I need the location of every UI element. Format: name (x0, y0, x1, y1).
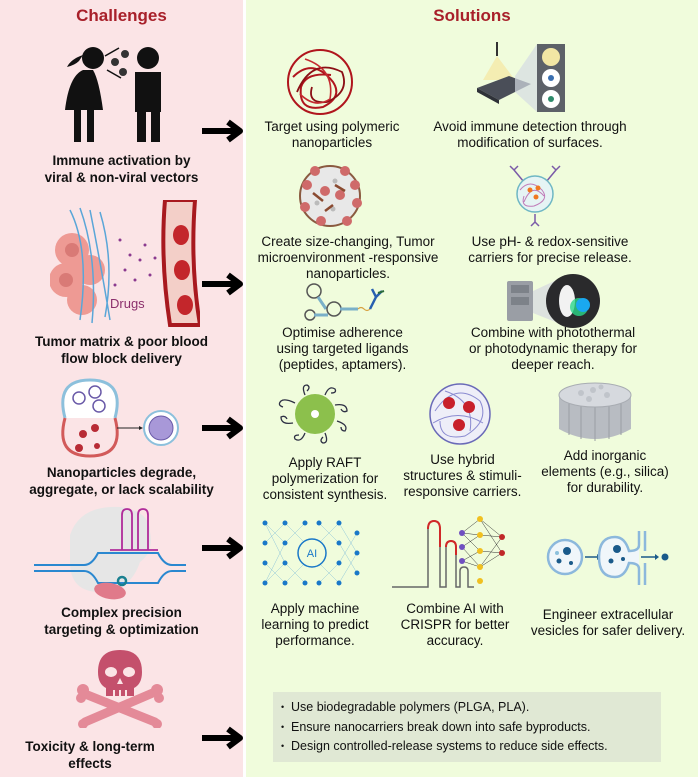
label-line: nanoparticles (291, 135, 373, 150)
label-line: deeper reach. (511, 357, 595, 372)
polymer-nanoparticle-icon (287, 49, 353, 115)
label-line: Combine AI with (406, 601, 504, 616)
label-line: Use hybrid (430, 452, 495, 467)
label-line: flow block delivery (61, 351, 182, 366)
list-item: Ensure nanocarriers break down into safe… (273, 718, 661, 738)
solution-label: Optimise adherence using targeted ligand… (255, 325, 430, 373)
label-line: learning to predict (261, 617, 369, 632)
solution-label: Target using polymeric nanoparticles (252, 119, 412, 151)
label-line: Optimise adherence (282, 325, 403, 340)
list-item: Use biodegradable polymers (PLGA, PLA). (273, 698, 661, 718)
label-line: aggregate, or lack scalability (29, 482, 214, 497)
aptamer-antibody-icon (304, 283, 385, 321)
challenge-label-nanoparticles-degrade: Nanoparticles degrade, aggregate, or lac… (0, 464, 243, 498)
tumor-blood-vessel-icon: Drugs (50, 200, 200, 327)
label-line: consistent synthesis. (262, 487, 388, 502)
solution-label: Add inorganic elements (e.g., silica) fo… (535, 448, 675, 496)
hybrid-carrier-icon (429, 383, 491, 445)
label-line: vesicles for safer delivery. (530, 623, 686, 638)
crispr-complex-icon (34, 506, 186, 600)
label-line: Add inorganic (563, 448, 647, 463)
challenge-label-complex-targeting: Complex precision targeting & optimizati… (0, 604, 243, 638)
label-line: accuracy. (426, 633, 484, 648)
label-line: elements (e.g., silica) (541, 464, 669, 479)
label-line: Complex precision (61, 605, 182, 620)
solution-label: Use hybrid structures & stimuli- respons… (395, 452, 530, 500)
challenge-label-toxicity: Toxicity & long-term effects (0, 738, 180, 772)
label-line: performance. (275, 633, 355, 648)
challenge-label-immune-activation: Immune activation by viral & non-viral v… (0, 152, 243, 186)
drugs-label: Drugs (110, 296, 145, 311)
ai-label: AI (307, 548, 317, 560)
toxicity-solutions-list: Use biodegradable polymers (PLGA, PLA). … (273, 692, 661, 757)
crispr-ai-icon (392, 516, 505, 588)
challenge-label-tumor-matrix: Tumor matrix & poor blood flow block del… (0, 333, 243, 367)
ph-redox-carrier-icon (509, 165, 561, 227)
label-line: (peptides, aptamers). (278, 357, 407, 372)
solutions-header: Solutions (433, 6, 511, 25)
label-line: Immune activation by (52, 153, 191, 168)
label-line: Engineer extracellular (542, 607, 674, 622)
toxicity-solutions-box: Use biodegradable polymers (PLGA, PLA). … (273, 692, 661, 762)
label-line: modification of surfaces. (457, 135, 603, 150)
challenges-header: Challenges (76, 6, 167, 25)
solution-label: Engineer extracellular vesicles for safe… (518, 607, 698, 639)
arrow-right-icon (202, 272, 243, 296)
arrow-right-icon (202, 536, 243, 560)
label-line: Use pH- & redox-sensitive (471, 234, 629, 249)
skull-crossbones-icon (76, 650, 164, 728)
nanoparticle-degrade-icon (61, 378, 179, 458)
label-line: targeting & optimization (44, 622, 199, 637)
solution-label: Apply machine learning to predict perfor… (250, 601, 380, 649)
label-line: viral & non-viral vectors (44, 170, 199, 185)
label-line: using targeted ligands (276, 341, 409, 356)
label-line: Apply machine (270, 601, 360, 616)
label-line: responsive carriers. (403, 484, 522, 499)
solution-label: Use pH- & redox-sensitive carriers for p… (460, 234, 640, 266)
label-line: Tumor matrix & poor blood (35, 334, 208, 349)
coughing-people-icon (65, 47, 161, 142)
label-line: polymerization for (271, 471, 379, 486)
size-changing-nanoparticle-icon (299, 165, 362, 227)
microarray-imaging-icon (477, 42, 565, 112)
label-line: or photodynamic therapy for (468, 341, 638, 356)
raft-polymer-icon (278, 384, 348, 444)
list-item: Design controlled-release systems to red… (273, 737, 661, 757)
solution-label: Avoid immune detection through modificat… (420, 119, 640, 151)
label-line: effects (68, 756, 112, 771)
arrow-right-icon (202, 416, 243, 440)
label-line: Toxicity & long-term (25, 739, 155, 754)
label-line: Apply RAFT (288, 455, 362, 470)
solution-label: Create size-changing, Tumor microenviron… (248, 234, 448, 282)
label-line: Combine with photothermal (470, 325, 636, 340)
solution-label: Apply RAFT polymerization for consistent… (250, 455, 400, 503)
label-line: CRISPR for better (400, 617, 510, 632)
label-line: carriers for precise release. (468, 250, 632, 265)
label-line: Create size-changing, Tumor (261, 234, 435, 249)
label-line: nanoparticles. (305, 266, 391, 281)
arrow-right-icon (202, 726, 243, 750)
label-line: structures & stimuli- (403, 468, 522, 483)
label-line: microenvironment -responsive (257, 250, 439, 265)
extracellular-vesicle-icon (546, 531, 669, 585)
neural-network-ai-icon: AI (262, 520, 360, 586)
silica-cylinder-icon (558, 382, 632, 441)
label-line: Avoid immune detection through (433, 119, 627, 134)
label-line: Target using polymeric (264, 119, 400, 134)
solution-label: Combine AI with CRISPR for better accura… (390, 601, 520, 649)
label-line: for durability. (566, 480, 644, 495)
label-line: Nanoparticles degrade, (46, 465, 197, 480)
photodynamic-imaging-icon (507, 274, 600, 328)
arrow-right-icon (202, 119, 243, 143)
solution-label: Combine with photothermal or photodynami… (458, 325, 648, 373)
